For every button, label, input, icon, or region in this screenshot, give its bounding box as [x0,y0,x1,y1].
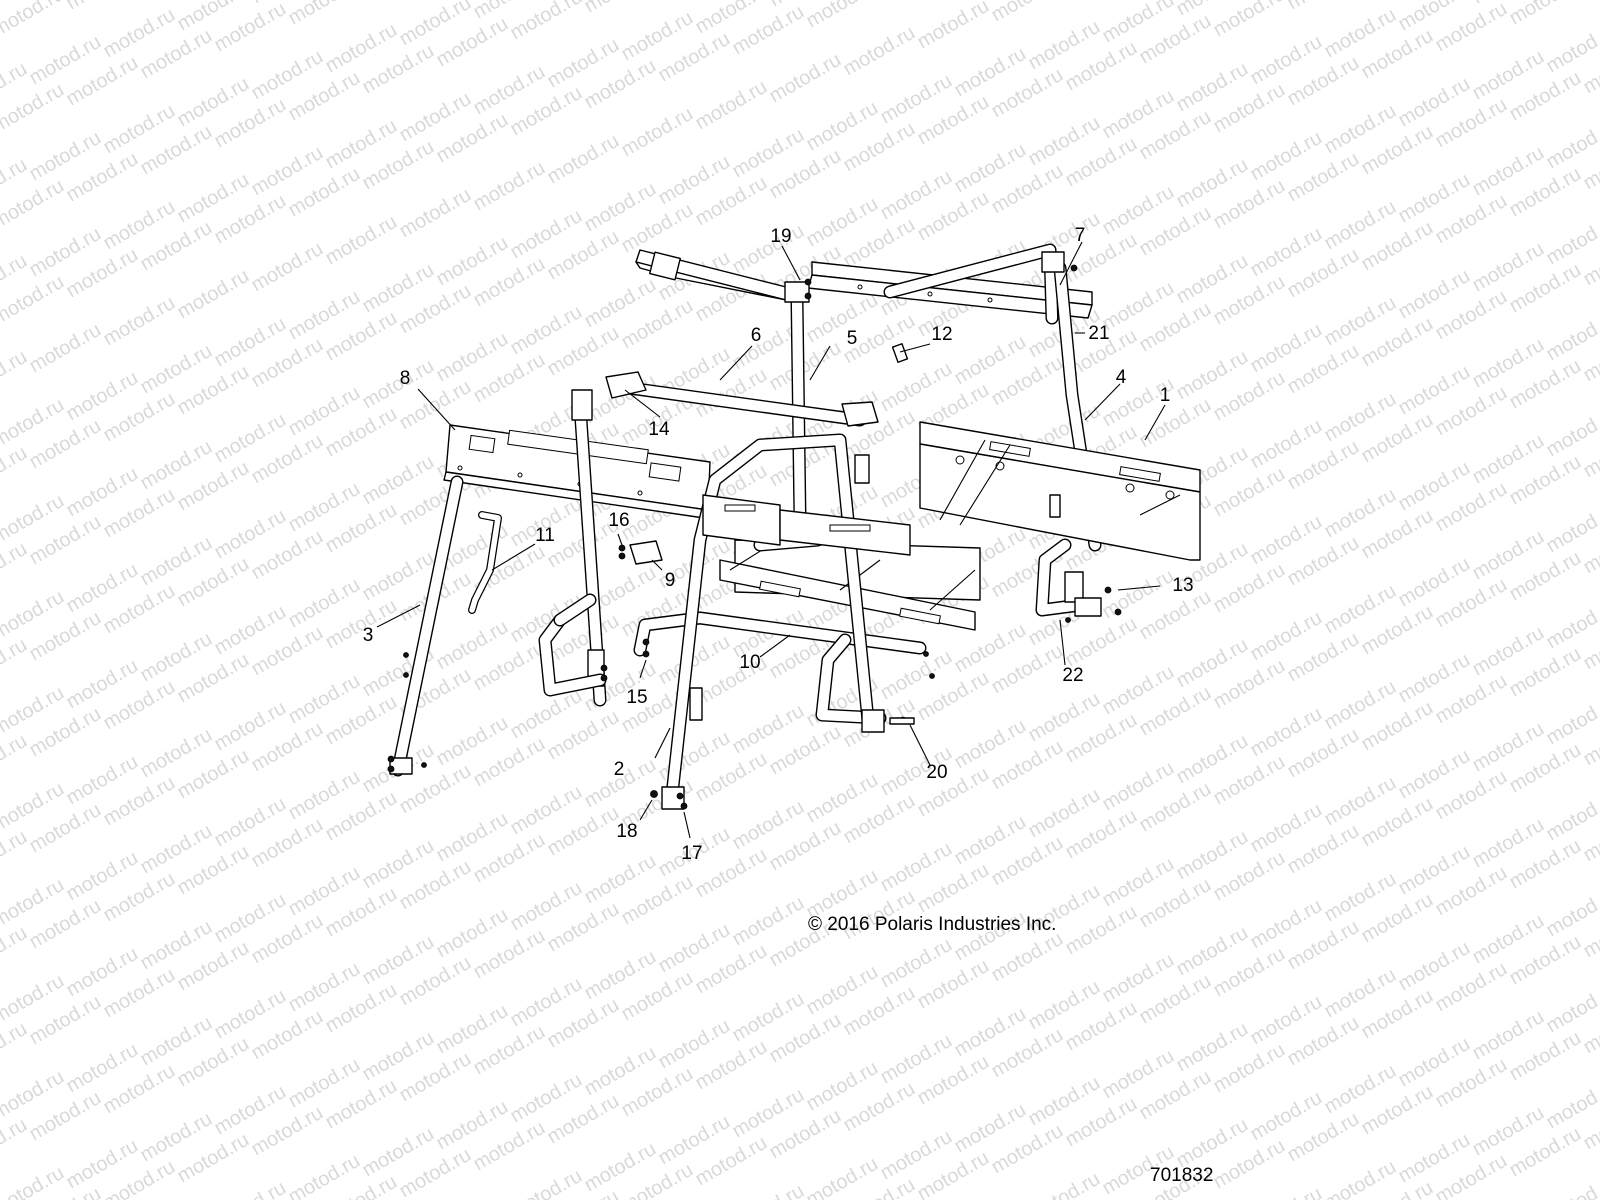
callout-22: 22 [1062,665,1083,686]
callout-7: 7 [1075,225,1086,246]
roof-left-rail-part [635,249,791,301]
side-bar-left-part [538,593,607,697]
plate-9-part [629,540,663,565]
front-rops-part [661,433,911,810]
callout-14: 14 [648,419,670,440]
callout-5: 5 [847,328,858,349]
leader-lines [376,241,1166,839]
callout-6: 6 [751,325,762,346]
callout-2: 2 [614,759,625,780]
callout-21: 21 [1088,323,1109,344]
watermark-text: motod.ru [1580,0,1600,2]
callout-3: 3 [363,625,374,646]
callout-labels: 1 2 3 4 5 6 7 8 9 10 11 12 13 14 15 16 1… [363,225,1194,864]
callout-19: 19 [770,226,791,247]
roof-rear-bar-part [807,261,1093,319]
cross-tube-6-part [605,371,879,427]
side-bar-10-part [633,611,927,657]
callout-8: 8 [400,368,411,389]
callout-18: 18 [616,821,637,842]
grab-handle-part [468,511,502,614]
callout-10: 10 [739,652,760,673]
callout-1: 1 [1160,385,1171,406]
callout-9: 9 [665,570,676,591]
diagram-number: 701832 [1150,1165,1213,1186]
callout-17: 17 [681,843,702,864]
side-bar-right-part [815,538,1087,725]
callout-11: 11 [535,525,555,546]
callout-4: 4 [1116,367,1127,388]
copyright-text: © 2016 Polaris Industries Inc. [808,914,1056,935]
callout-13: 13 [1172,575,1193,596]
callout-12: 12 [931,324,952,345]
front-left-post-part [389,389,607,777]
callout-15: 15 [626,687,647,708]
right-rear-bracket-part [1049,494,1102,617]
callout-16: 16 [608,510,629,531]
callout-20: 20 [926,762,947,783]
